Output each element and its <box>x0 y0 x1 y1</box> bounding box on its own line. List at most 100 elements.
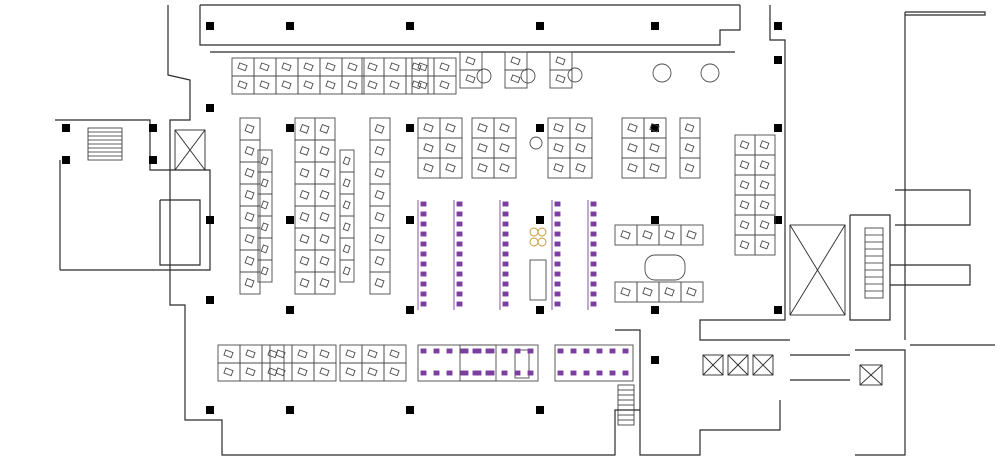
bench-chair <box>462 348 469 354</box>
chair <box>759 140 770 150</box>
chair <box>642 230 653 240</box>
chair <box>299 211 310 222</box>
chair <box>299 255 310 266</box>
column <box>206 104 214 112</box>
chair <box>281 80 292 90</box>
workstation <box>294 139 316 163</box>
column <box>206 216 214 224</box>
workstation-cluster <box>339 344 407 382</box>
workstation <box>314 205 336 229</box>
workstation <box>339 362 363 382</box>
chair <box>325 80 336 90</box>
lounge-tables <box>529 227 547 247</box>
chair <box>417 62 428 72</box>
workstation <box>269 344 293 364</box>
column <box>286 22 294 30</box>
chair <box>244 123 255 134</box>
bench-chair <box>554 251 561 257</box>
chair <box>759 180 770 190</box>
workstation <box>754 214 776 236</box>
bench-chair <box>570 348 577 354</box>
chair <box>374 123 385 134</box>
workstation <box>658 281 682 303</box>
workstation <box>361 75 385 95</box>
workstation <box>417 137 441 159</box>
column <box>536 306 544 314</box>
chair <box>342 266 351 276</box>
chair <box>342 244 351 254</box>
workstation <box>261 344 285 364</box>
workstation <box>680 224 704 246</box>
workstation <box>569 157 593 179</box>
bench-chair <box>527 348 534 354</box>
workstation <box>614 224 638 246</box>
workstation <box>417 117 441 139</box>
bench-chair <box>554 221 561 227</box>
chair <box>439 62 450 72</box>
bench-chair <box>502 201 509 207</box>
workstation <box>239 161 261 185</box>
column <box>286 406 294 414</box>
bench-chair <box>590 291 597 297</box>
bench-chair <box>475 370 482 376</box>
bench-row <box>417 200 427 310</box>
column <box>536 216 544 224</box>
bench-chair <box>420 221 427 227</box>
chair <box>299 277 310 288</box>
workstation <box>291 344 315 364</box>
chair <box>649 143 660 153</box>
column <box>774 124 782 132</box>
workstation <box>504 51 528 71</box>
chair <box>553 123 564 133</box>
bench-chair <box>554 271 561 277</box>
workstation <box>433 75 457 95</box>
chair <box>759 160 770 170</box>
bench-chair <box>420 301 427 307</box>
chair <box>553 143 564 153</box>
workstation <box>383 344 407 364</box>
chair <box>244 233 255 244</box>
bench-chair <box>554 291 561 297</box>
chair <box>244 277 255 288</box>
bench-chair <box>609 370 616 376</box>
chair <box>411 80 422 90</box>
chair <box>439 80 450 90</box>
workstation <box>339 237 355 261</box>
bench-chair <box>527 370 534 376</box>
workstation <box>314 183 336 207</box>
workstation <box>754 154 776 176</box>
column <box>206 22 214 30</box>
workstation <box>569 137 593 159</box>
workstation <box>547 137 571 159</box>
workstation-cluster <box>411 57 457 95</box>
workstation <box>734 214 756 236</box>
chair <box>367 349 378 359</box>
workstation <box>369 161 391 185</box>
column <box>651 356 659 364</box>
chair <box>575 143 586 153</box>
chair <box>510 74 521 84</box>
chair <box>649 163 660 173</box>
workstation-cluster <box>257 149 273 283</box>
workstation <box>239 183 261 207</box>
chair <box>299 233 310 244</box>
bench-block <box>554 344 634 382</box>
workstation-cluster <box>614 224 704 246</box>
workstation <box>549 51 573 71</box>
bench-chair <box>502 251 509 257</box>
bench-chair <box>502 231 509 237</box>
chair <box>299 189 310 200</box>
bench-chair <box>420 241 427 247</box>
workstation <box>734 194 756 216</box>
workstation <box>471 137 495 159</box>
building-walls <box>55 4 995 456</box>
workstation-cluster <box>239 117 261 295</box>
workstation <box>439 157 463 179</box>
chair <box>411 62 422 72</box>
bench-chair <box>514 370 521 376</box>
workstation <box>239 205 261 229</box>
workstation-cluster <box>621 117 667 179</box>
column <box>651 306 659 314</box>
workstation <box>361 57 385 77</box>
